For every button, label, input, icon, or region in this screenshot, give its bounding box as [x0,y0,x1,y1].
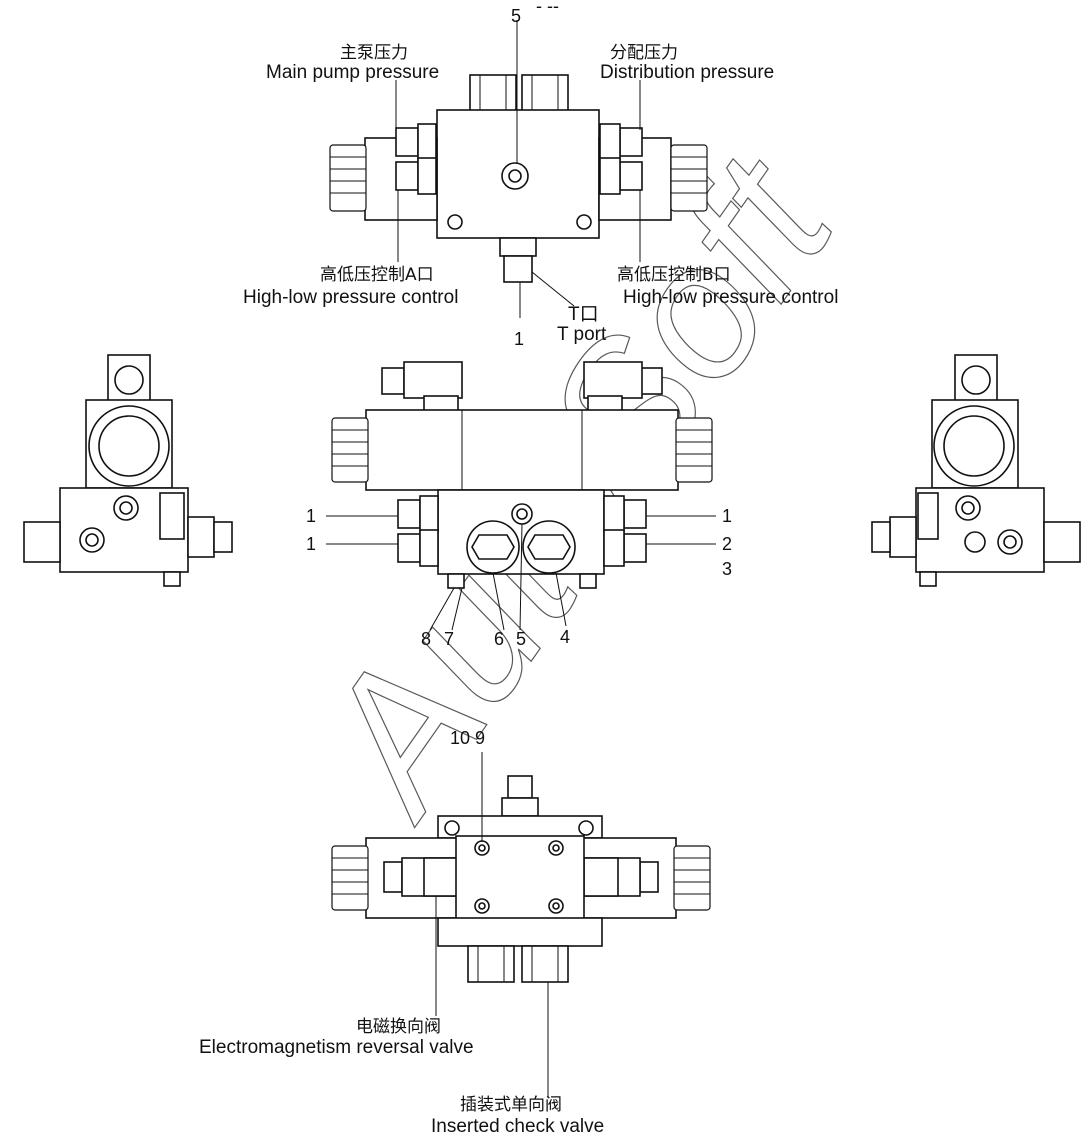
top-view: 5 - -- 主泵压力 Main pump pressure 分配压力 Dist… [243,0,838,349]
bottom-num-10-9: 10 9 [450,728,485,748]
middle-view: 1 1 1 2 3 8 7 6 5 4 [306,361,732,649]
label-hl-a-cn: 高低压控制A口 [320,265,434,285]
label-hl-a-en: High-low pressure control [243,287,458,308]
bottom-view: 10 9 电磁换向阀 Electromagnetism reversal val… [199,728,711,1137]
right-side-view [871,354,1081,587]
label-t-en: T port [557,324,607,345]
mid-bottom-6: 6 [494,629,504,649]
mid-left-1a: 1 [306,506,316,526]
left-side-view [23,354,233,587]
mid-left-1b: 1 [306,534,316,554]
label-check-en: Inserted check valve [431,1116,604,1137]
label-solenoid-en: Electromagnetism reversal valve [199,1037,474,1058]
mid-right-1: 1 [722,506,732,526]
mid-right-2: 2 [722,534,732,554]
top-num-5: 5 [511,6,521,26]
mid-bottom-4: 4 [560,627,570,647]
label-distribution-en: Distribution pressure [600,62,774,83]
mid-right-3: 3 [722,559,732,579]
label-check-cn: 插装式单向阀 [460,1095,562,1115]
mid-bottom-8: 8 [421,629,431,649]
label-hl-b-cn: 高低压控制B口 [617,265,731,285]
label-solenoid-cn: 电磁换向阀 [356,1017,441,1037]
label-t-cn: T口 [568,304,599,325]
top-num-1: 1 [514,329,524,349]
label-distribution-cn: 分配压力 [610,43,678,63]
label-main-pump-en: Main pump pressure [266,62,439,83]
label-hl-b-en: High-low pressure control [623,287,838,308]
mid-bottom-7: 7 [444,629,454,649]
mid-bottom-5: 5 [516,629,526,649]
top-tick: - -- [536,0,559,16]
label-main-pump-cn: 主泵压力 [340,43,408,63]
